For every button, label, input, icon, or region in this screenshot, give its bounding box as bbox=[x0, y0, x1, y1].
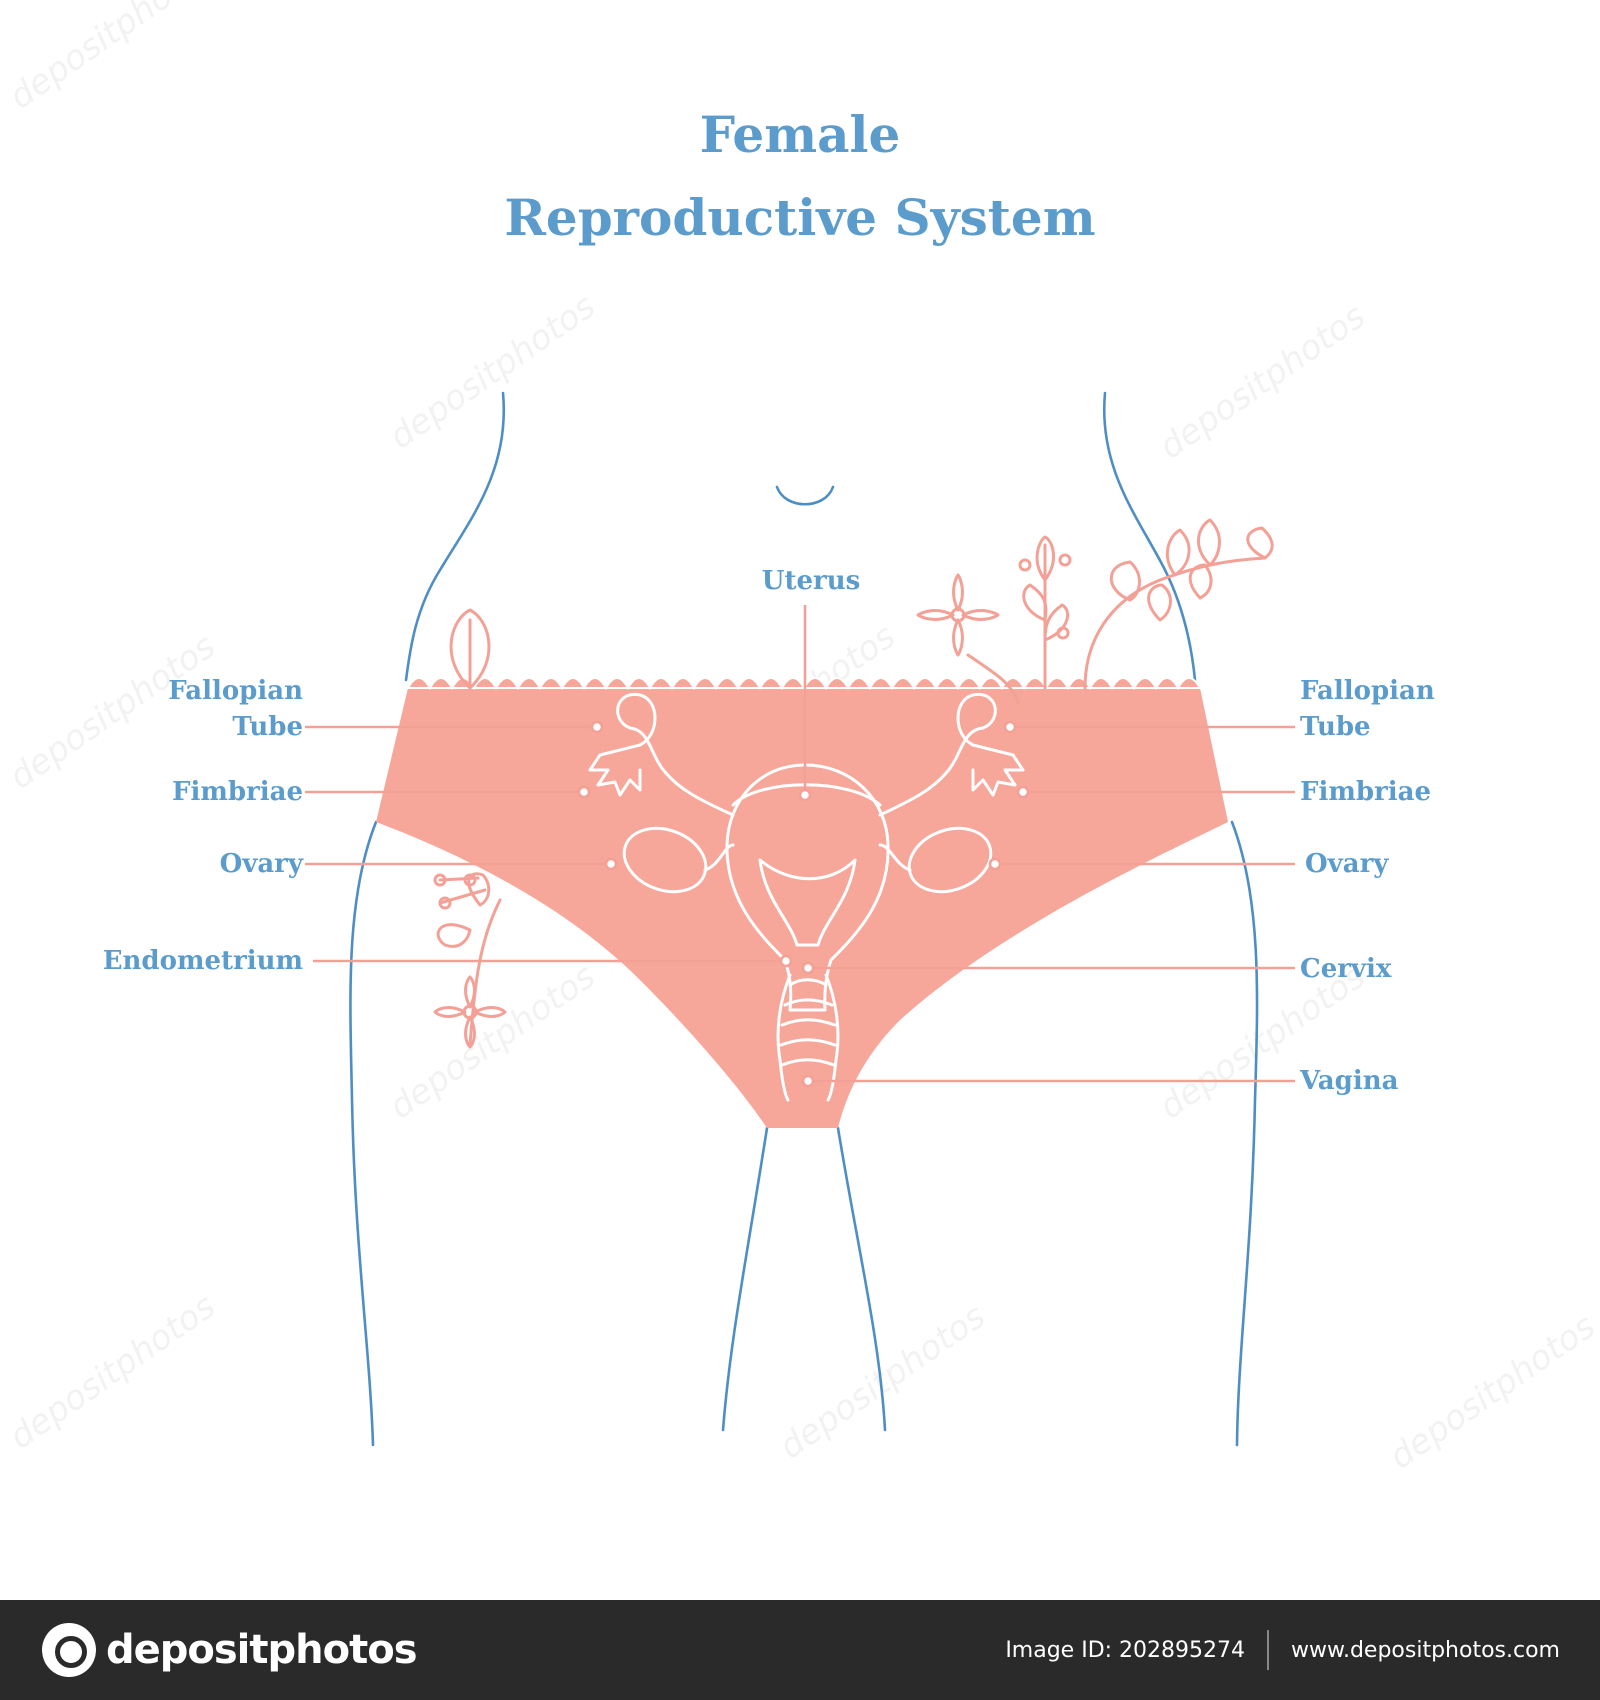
right-hip-outline bbox=[1230, 820, 1259, 1447]
watermark: depositphotos bbox=[2, 626, 222, 797]
left-ovary-marker bbox=[604, 857, 618, 871]
left-flower-icon bbox=[433, 975, 507, 1049]
label-right-fimbriae: Fimbriae bbox=[1300, 777, 1431, 807]
vaginal-rugae bbox=[779, 978, 837, 1067]
right-fallopian-marker bbox=[1003, 720, 1017, 734]
label-right-fallopian-line2: Tube bbox=[1300, 712, 1371, 742]
flower-icon bbox=[916, 573, 1020, 705]
site-link[interactable]: www.depositphotos.com bbox=[1291, 1637, 1560, 1663]
left-torso-outline bbox=[404, 391, 506, 682]
label-right-fallopian-line1: Fallopian bbox=[1300, 676, 1435, 706]
left-fallopian-marker bbox=[590, 720, 604, 734]
right-inner-thigh bbox=[836, 1126, 887, 1432]
left-fimbriae-marker bbox=[577, 785, 591, 799]
uterus-marker bbox=[798, 788, 812, 802]
navel bbox=[775, 485, 835, 506]
label-leaders bbox=[305, 605, 1295, 1088]
label-endometrium: Endometrium bbox=[103, 946, 303, 976]
vaginal-canal bbox=[776, 973, 792, 1102]
footer-brand: depositphotos bbox=[106, 1627, 418, 1673]
image-id: Image ID: 202895274 bbox=[1005, 1637, 1246, 1663]
footer-logo[interactable]: depositphotos bbox=[42, 1623, 418, 1677]
floral-decorations bbox=[433, 518, 1274, 1049]
vagina-marker bbox=[801, 1074, 815, 1088]
footer-meta: Image ID: 202895274 www.depositphotos.co… bbox=[1005, 1630, 1600, 1670]
watermark: depositphotos bbox=[382, 956, 602, 1127]
left-hip-outline bbox=[349, 820, 378, 1447]
body-outline bbox=[349, 391, 1259, 1447]
label-left-ovary: Ovary bbox=[220, 849, 304, 879]
watermark: depositphotos bbox=[1382, 1306, 1600, 1477]
uterus-outline bbox=[725, 763, 890, 1012]
underwear-fill bbox=[376, 688, 1228, 1128]
organs bbox=[588, 693, 1025, 1102]
reproductive-system-diagram: depositphotos depositphotos depositphoto… bbox=[2, 0, 1600, 1477]
left-tube-loop bbox=[616, 693, 657, 747]
sprig-icon bbox=[1018, 535, 1072, 690]
uterine-cavity bbox=[758, 858, 857, 947]
watermark: depositphotos bbox=[382, 286, 602, 457]
label-left-fimbriae: Fimbriae bbox=[172, 777, 303, 807]
cervix-marker bbox=[801, 961, 815, 975]
branch-icon bbox=[1083, 518, 1274, 690]
label-left-fallopian-line2: Tube bbox=[232, 712, 303, 742]
left-ovary bbox=[622, 826, 708, 894]
label-vagina: Vagina bbox=[1299, 1066, 1399, 1096]
right-ovary-marker bbox=[988, 857, 1002, 871]
label-cervix: Cervix bbox=[1300, 954, 1392, 984]
watermark: depositphotos bbox=[2, 0, 222, 117]
labels: Uterus Fallopian Tube Fimbriae Ovary End… bbox=[103, 566, 1435, 1096]
vaginal-canal-right bbox=[824, 973, 840, 1102]
endometrium-marker bbox=[779, 954, 793, 968]
watermark: depositphotos bbox=[2, 1286, 222, 1457]
right-fimbriae-marker bbox=[1016, 785, 1030, 799]
leaf-icon bbox=[449, 608, 491, 690]
footer-divider bbox=[1267, 1630, 1270, 1670]
underwear-shape bbox=[376, 677, 1228, 1128]
left-ovarian-ligament bbox=[703, 843, 735, 872]
right-fimbriae bbox=[971, 743, 1025, 797]
footer-bar: depositphotos Image ID: 202895274 www.de… bbox=[0, 1600, 1600, 1700]
left-fallopian-tube bbox=[628, 726, 735, 817]
title-line-2: Reproductive System bbox=[504, 188, 1095, 247]
watermark: depositphotos bbox=[772, 1296, 992, 1467]
watermark: depositphotos bbox=[1152, 296, 1372, 467]
right-torso-outline bbox=[1102, 391, 1197, 682]
label-right-ovary: Ovary bbox=[1305, 849, 1389, 879]
right-tube-loop bbox=[956, 693, 997, 747]
right-fallopian-tube bbox=[878, 726, 985, 817]
right-ovary bbox=[907, 826, 993, 894]
left-inner-thigh bbox=[721, 1126, 769, 1432]
label-uterus: Uterus bbox=[762, 566, 860, 596]
title-line-1: Female bbox=[700, 105, 901, 164]
camera-icon bbox=[42, 1623, 96, 1677]
left-fimbriae bbox=[588, 743, 642, 797]
label-left-fallopian-line1: Fallopian bbox=[168, 676, 303, 706]
right-ovarian-ligament bbox=[878, 843, 912, 872]
